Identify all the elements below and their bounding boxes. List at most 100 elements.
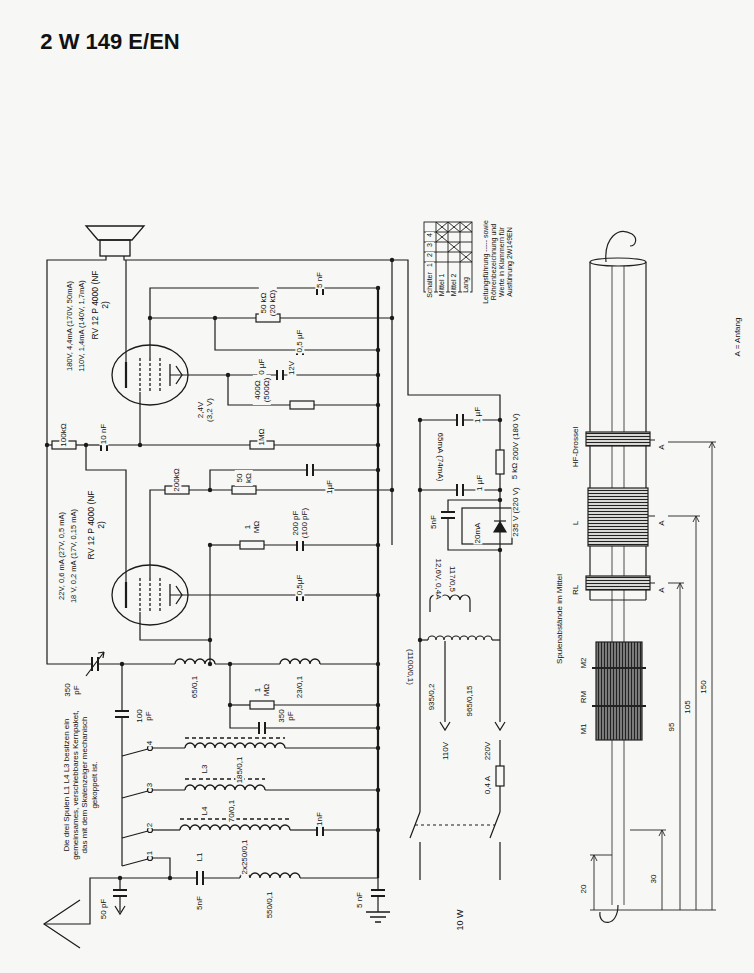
component-label: A [657,586,666,593]
junction-dot [84,443,88,447]
component-label: 2 [426,252,434,258]
component-label: A [657,519,666,526]
junction-dot [228,662,232,666]
rectifier-symbol [494,520,506,521]
component-label: Leitungsführung ----- sowie Röhrenbezeic… [482,218,514,306]
power-supply-wire [420,419,500,420]
dimension-line [668,583,684,910]
tube-symbol [125,582,127,608]
wire [280,317,392,318]
diagram-title: 2 W 149 E/EN [39,29,180,54]
component-label: 65/0,1 [190,675,199,699]
component-label: 350 pF [63,680,81,700]
ground-symbol [366,912,390,922]
wire [203,877,240,878]
junction-dot [376,788,380,792]
wire [283,374,378,375]
power-supply-wire [448,500,500,512]
wire [119,896,120,912]
capacitor-symbol [197,871,203,885]
tube-symbol [169,584,170,606]
wire [44,256,500,948]
wire [215,318,297,350]
component-label: 200V (180 V) [511,412,520,461]
wire [44,900,80,948]
component-label: Die drei Spulen L1 L4 L3 besitzen ein ge… [62,709,99,861]
tube-symbol [169,364,170,386]
dimension-line [590,442,716,910]
component-label: 235 V (220 V) [511,486,520,537]
tube-symbol [112,345,188,625]
wire [265,727,378,728]
wire [303,594,378,595]
wire [76,444,101,445]
wire [152,789,185,790]
component-label: L1 [195,852,204,863]
component-label: 1 µF [473,406,482,424]
switch-symbol [148,788,153,793]
capacitor-symbol [457,414,463,426]
component-label: M2 [579,656,588,669]
ground-symbol [366,912,390,922]
wire [107,444,140,445]
resistor-symbol [496,450,504,474]
component-label: 117/0,5 [447,565,456,593]
junction-dot [376,286,380,290]
dimension-line [668,442,716,910]
power-supply-wire [499,532,500,640]
component-label: 3 [145,782,154,788]
component-label: 50 kΩ (20 kΩ) [259,287,277,319]
junction-dot [390,316,394,320]
dimension-line [591,442,715,861]
component-label: 5 nF [315,271,324,289]
component-label: Lang [462,276,470,294]
resistor-symbol [250,701,274,709]
component-label: 1 [145,850,154,856]
wire [98,663,175,664]
component-label: 1µF [325,479,334,495]
junction-dot [45,258,502,880]
component-label: 95 [667,722,676,733]
power-supply-wire [499,740,500,766]
junction-dot [168,876,172,880]
junction-dot [226,373,230,377]
wire [215,663,280,664]
coil-symbol [180,825,290,830]
wire [391,260,392,545]
switch-table [436,222,448,242]
component-label: 5nF [195,895,204,911]
tube-symbol [112,565,188,625]
power-supply-wire [495,640,505,730]
junction-dot [376,726,380,730]
wire [285,747,378,748]
power-supply-wire [420,489,500,490]
junction-dot [138,443,142,447]
component-label: 20mA [473,522,482,545]
component-label: 5 kΩ [510,462,519,481]
coil-symbol [175,659,320,878]
component-label: 22V, 0,6 mA (27V, 0,5 mA) [58,511,67,601]
wire [303,544,378,545]
power-supply-wire [440,641,450,730]
wire [314,404,378,405]
coil-symbol [185,743,285,748]
junction-dot [45,443,49,447]
component-label: RL [571,584,580,596]
component-label: 105 [683,699,692,714]
junction-dot [376,593,380,597]
capacitor-symbol [277,370,283,380]
component-label: 100kΩ [59,422,68,447]
junction-dot [208,662,212,666]
capacitor-symbol [115,711,129,717]
component-label: 65mA (74mA) [435,432,444,483]
component-label: 1nF [315,811,324,827]
component-label: RV 12 P 4000 (NF 2) [91,268,111,342]
wire [323,287,378,288]
dimension-line [590,910,716,911]
component-label: 10 nF [99,423,108,445]
junction-dot [228,703,232,707]
component-label: 50 pF [99,898,108,920]
junction-dot [390,488,394,492]
resistor-symbol [52,314,504,786]
